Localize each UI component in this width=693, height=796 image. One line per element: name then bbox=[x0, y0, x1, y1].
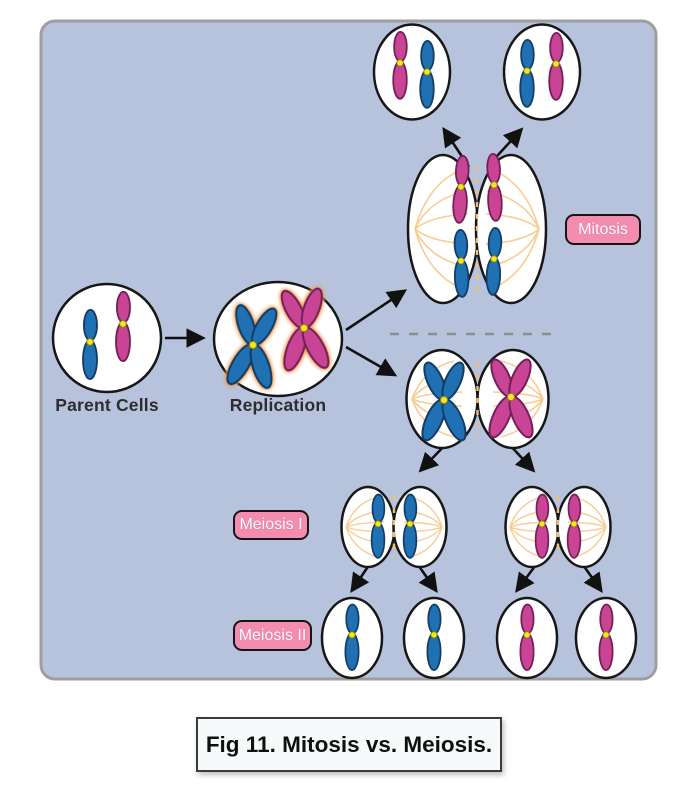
meiosis-1-badge: Meiosis I bbox=[233, 510, 309, 540]
blue-chromatid bbox=[371, 494, 385, 559]
pink-chromosome bbox=[548, 32, 564, 101]
blue-chromosome bbox=[344, 604, 360, 671]
blue-chromosome bbox=[426, 604, 442, 671]
replication-cell bbox=[212, 280, 344, 398]
parent-cells-label: Parent Cells bbox=[55, 395, 159, 415]
blue-chromosome bbox=[82, 309, 98, 380]
meiosis2-cell-left bbox=[340, 485, 448, 569]
blue-chromosome bbox=[419, 40, 435, 109]
replication-label: Replication bbox=[229, 395, 327, 415]
arrow-to-meiosis bbox=[345, 345, 398, 377]
gamete-cell-4 bbox=[574, 596, 638, 680]
pink-chromatid bbox=[535, 494, 549, 559]
pink-chromatid bbox=[567, 494, 581, 559]
blue-chromosome bbox=[519, 39, 535, 108]
parent-cell bbox=[51, 282, 163, 394]
gamete-cell-1 bbox=[320, 596, 384, 680]
pink-chromosome bbox=[598, 604, 614, 671]
mitosis-spindle-cell bbox=[406, 153, 548, 305]
daughter-cell-left bbox=[372, 23, 452, 121]
blue-chromatid bbox=[403, 494, 417, 559]
daughter-cell-right bbox=[502, 23, 582, 121]
pink-chromosome bbox=[115, 291, 131, 362]
meiosis1-cell bbox=[405, 348, 550, 450]
meiosis2-cell-right bbox=[504, 485, 612, 569]
meiosis-2-badge: Meiosis II bbox=[233, 620, 312, 651]
figure-caption: Fig 11. Mitosis vs. Meiosis. bbox=[196, 717, 502, 772]
gamete-cell-2 bbox=[402, 596, 466, 680]
pink-chromosome bbox=[519, 604, 535, 671]
arrow-to-mitosis bbox=[345, 289, 408, 332]
mitosis-badge: Mitosis bbox=[565, 214, 641, 245]
pink-chromosome bbox=[392, 31, 408, 100]
gamete-cell-3 bbox=[495, 596, 559, 680]
